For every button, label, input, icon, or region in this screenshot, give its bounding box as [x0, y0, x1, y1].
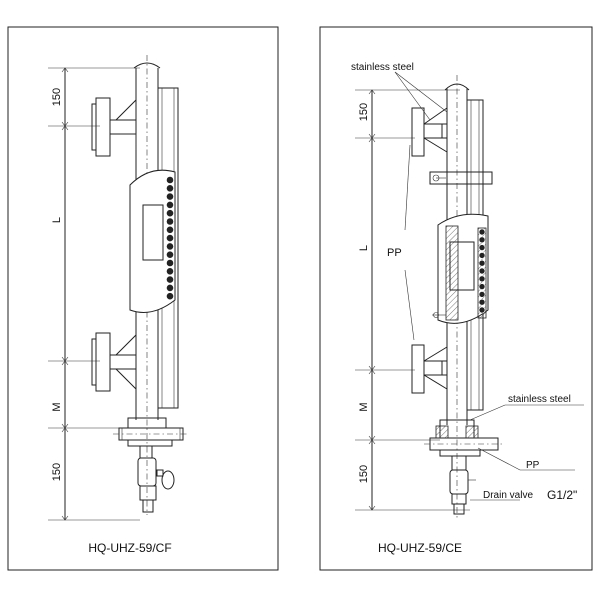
float-bead [166, 192, 174, 201]
float-bead [478, 283, 486, 290]
left-panel-frame [7, 26, 279, 571]
left-panel: 150 L M 150 [7, 26, 279, 571]
right-dim-lower: M [358, 402, 370, 411]
left-dim-top: 150 [51, 88, 63, 106]
left-lower-flange [91, 332, 137, 392]
float-bead [166, 259, 174, 267]
float-bead [166, 292, 174, 301]
right-dimension-line [355, 89, 470, 511]
right-leaders [394, 71, 584, 501]
right-dim-top: 150 [358, 103, 370, 121]
float-bead [478, 298, 486, 306]
float-bead [166, 225, 174, 234]
float-bead [166, 200, 174, 209]
label-stainless-steel-top: stainless steel [351, 62, 414, 73]
float-bead [478, 228, 486, 236]
label-thread-size: G1/2" [547, 488, 577, 502]
right-dim-middle: L [358, 245, 370, 251]
right-lower-flange [411, 344, 448, 394]
float-bead [478, 275, 486, 283]
float-bead [166, 176, 174, 184]
right-panel: 150 L M 150 [319, 26, 593, 571]
float-bead [166, 209, 174, 218]
float-bead [478, 259, 486, 267]
left-dim-bottom: 150 [51, 463, 63, 481]
float-bead [478, 252, 486, 259]
float-bead [166, 217, 174, 226]
float-bead [478, 236, 486, 244]
float-bead [166, 234, 174, 242]
right-panel-frame [319, 26, 593, 571]
float-bead [166, 267, 174, 276]
float-bead [478, 306, 486, 314]
right-bottom-flange [424, 419, 504, 457]
label-stainless-steel-bottom: stainless steel [508, 394, 571, 405]
left-upper-flange [91, 97, 137, 157]
float-bead [166, 275, 174, 284]
float-bead [166, 184, 174, 193]
left-dim-lower: M [51, 402, 63, 411]
float-bead [166, 250, 174, 259]
left-cutaway [129, 169, 176, 313]
float-bead [478, 267, 486, 275]
right-model-label: HQ-UHZ-59/CE [378, 541, 462, 555]
right-drain-valve [449, 455, 476, 515]
left-bottom-flange [113, 417, 189, 447]
left-drain-valve [137, 446, 175, 513]
label-pp-main: PP [387, 247, 402, 259]
left-dimension-line [48, 67, 140, 521]
float-bead [166, 242, 174, 251]
left-model-label: HQ-UHZ-59/CF [88, 541, 171, 555]
right-upper-flange [411, 107, 448, 157]
right-dim-bottom: 150 [358, 465, 370, 483]
float-bead [478, 244, 486, 251]
label-pp-bottom: PP [526, 460, 540, 471]
label-drain-valve: Drain valve [483, 490, 533, 501]
left-dim-middle: L [51, 217, 63, 223]
float-bead [166, 283, 174, 292]
right-cutaway [432, 213, 489, 324]
float-bead [478, 291, 486, 298]
